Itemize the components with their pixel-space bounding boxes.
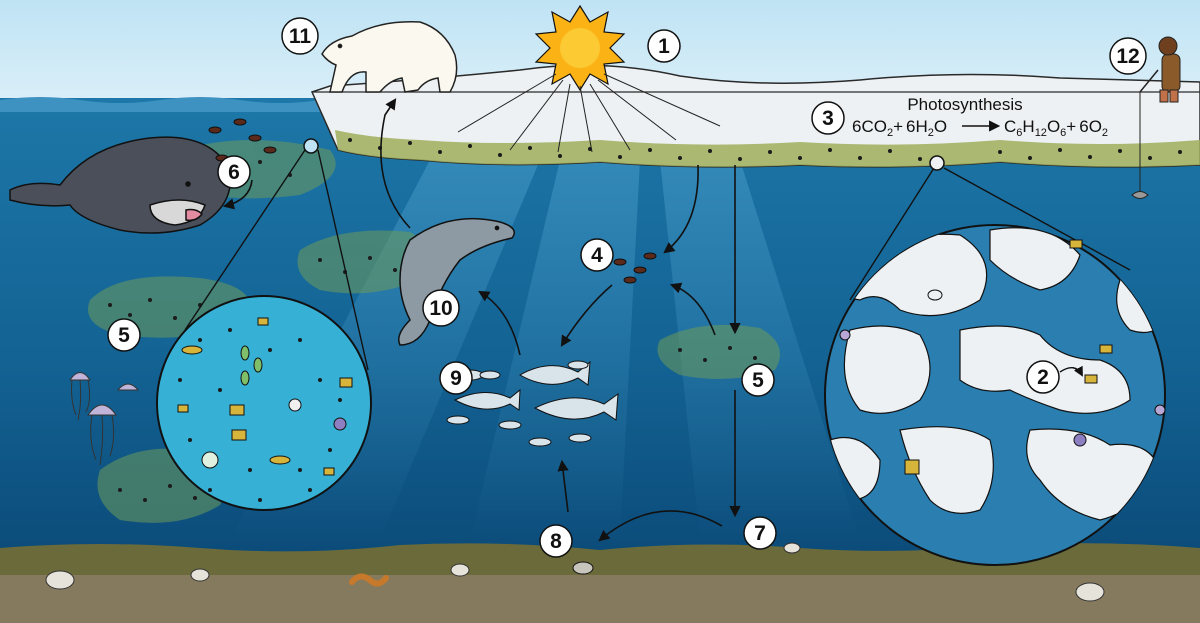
sun <box>534 4 626 92</box>
bowhead-whale <box>9 136 232 234</box>
polar-bear <box>321 21 458 93</box>
arrow-bloom-to-copepods <box>669 282 716 336</box>
zoom-circle-ice <box>824 224 1166 566</box>
label-10: 10 <box>422 289 460 327</box>
arrow-fish-to-seal <box>478 290 521 356</box>
label-11: 11 <box>281 17 319 55</box>
zoom-circle-water <box>156 295 372 511</box>
ice-algae-dots <box>348 138 1182 161</box>
label-1: 1 <box>647 29 681 63</box>
svg-text:8: 8 <box>550 530 562 553</box>
label-4: 4 <box>580 238 614 272</box>
svg-text:5: 5 <box>118 324 130 347</box>
seafloor-shells <box>45 542 1105 602</box>
arrow-copepod-to-whale <box>222 179 253 210</box>
number-labels: 1 2 3 4 5 5 6 7 8 9 10 11 12 <box>107 17 1147 558</box>
magnifier-line-right-b <box>943 167 1131 271</box>
svg-text:5: 5 <box>752 369 764 392</box>
arrow-seafloor-to-benthos <box>598 510 723 542</box>
svg-text:4: 4 <box>591 244 603 267</box>
svg-text:C6H12O6+6O2: C6H12O6+6O2 <box>1004 117 1108 139</box>
magnifier-line-left-a <box>184 149 306 331</box>
magnifier-lens-left <box>303 138 319 154</box>
equation-line: 6CO2+6H2O <box>852 117 947 139</box>
label-5-right: 5 <box>741 363 775 397</box>
person-fishing <box>1131 36 1181 199</box>
photosynthesis-equation: Photosynthesis 6CO2+6H2O C6H12O6+6O2 <box>852 95 1108 139</box>
magnifier-line-left-b <box>317 149 369 371</box>
svg-text:10: 10 <box>429 297 452 320</box>
sun-rays <box>457 73 721 153</box>
water-surface <box>0 97 320 112</box>
label-2: 2 <box>1026 360 1060 394</box>
svg-text:7: 7 <box>754 522 766 545</box>
sediment <box>0 575 1200 623</box>
label-3: 3 <box>811 101 845 135</box>
worm <box>349 573 389 587</box>
arrow-seal-to-bear <box>380 98 411 229</box>
amphipod <box>572 561 594 575</box>
svg-text:1: 1 <box>658 35 670 58</box>
magnifier-line-right-a <box>849 167 935 301</box>
svg-text:12: 12 <box>1116 45 1139 68</box>
label-9: 9 <box>439 361 473 395</box>
label-5-left: 5 <box>107 318 141 352</box>
jellyfish <box>69 372 140 466</box>
magnifier-lens-right <box>929 155 945 171</box>
copepods-midwater <box>613 252 657 284</box>
arrow-copepods-to-fish <box>560 284 613 347</box>
svg-text:9: 9 <box>450 367 462 390</box>
svg-text:11: 11 <box>289 25 312 48</box>
arrow-zoom-2 <box>1059 365 1083 377</box>
arrow-ice-to-copepods <box>663 164 699 254</box>
label-8: 8 <box>539 524 573 558</box>
svg-text:6: 6 <box>228 161 240 184</box>
label-12: 12 <box>1109 37 1147 75</box>
label-7: 7 <box>743 516 777 550</box>
ice-algae-layer <box>335 130 1200 167</box>
svg-text:2: 2 <box>1037 366 1049 389</box>
photosynthesis-title: Photosynthesis <box>907 95 1022 114</box>
arrow-benthos-to-fish <box>557 459 569 513</box>
svg-text:3: 3 <box>822 107 834 130</box>
label-6: 6 <box>217 155 251 189</box>
